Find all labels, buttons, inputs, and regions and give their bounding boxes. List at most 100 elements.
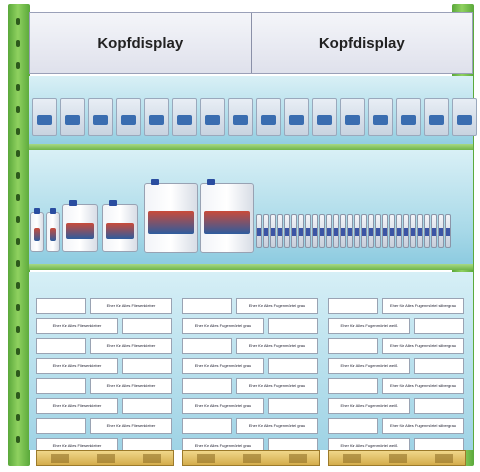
product-bag xyxy=(144,98,169,136)
rack-hole xyxy=(16,128,20,135)
product-tube xyxy=(340,214,346,248)
product-bottle-small xyxy=(46,208,60,252)
rack-post-left xyxy=(8,4,30,466)
product-bag xyxy=(340,98,365,136)
shelf-board-2 xyxy=(29,264,473,270)
pallet xyxy=(182,450,320,466)
rack-hole xyxy=(16,216,20,223)
product-tube xyxy=(410,214,416,248)
product-bag xyxy=(284,98,309,136)
carton xyxy=(414,318,464,334)
rack-hole xyxy=(16,150,20,157)
product-canister xyxy=(62,200,98,252)
carton xyxy=(122,318,172,334)
product-bag xyxy=(228,98,253,136)
product-tube xyxy=(403,214,409,248)
carton-label: Eher für Alles Fugenmörtel grau xyxy=(182,358,264,374)
product-bag xyxy=(256,98,281,136)
product-tube xyxy=(396,214,402,248)
carton-label: Eher für Alles Fugenmörtel weiß xyxy=(328,358,410,374)
product-bag xyxy=(172,98,197,136)
product-tube xyxy=(312,214,318,248)
rack-hole xyxy=(16,304,20,311)
product-bag xyxy=(424,98,449,136)
product-bag xyxy=(116,98,141,136)
product-tube xyxy=(361,214,367,248)
carton-label: Eher für Alles Fliesenkleber xyxy=(90,378,172,394)
rack-hole xyxy=(16,18,20,25)
pallet xyxy=(328,450,466,466)
carton-label: Eher für Alles Fugenmörtel silbergrau xyxy=(382,298,464,314)
shelf-board-1 xyxy=(29,144,473,150)
carton-label: Eher für Alles Fliesenkleber xyxy=(36,398,118,414)
rack-hole xyxy=(16,326,20,333)
rack-hole xyxy=(16,348,20,355)
carton xyxy=(122,398,172,414)
header-panel-left: Kopfdisplay xyxy=(30,13,252,73)
rack-hole xyxy=(16,40,20,47)
product-tube xyxy=(284,214,290,248)
product-row-bags xyxy=(32,98,477,136)
carton-label: Eher für Alles Fugenmörtel grau xyxy=(236,418,318,434)
product-tube xyxy=(319,214,325,248)
carton-label: Eher für Alles Fugenmörtel grau xyxy=(236,298,318,314)
carton xyxy=(414,358,464,374)
rack-hole xyxy=(16,84,20,91)
carton xyxy=(414,398,464,414)
carton xyxy=(182,378,232,394)
carton xyxy=(182,338,232,354)
product-tube xyxy=(389,214,395,248)
carton xyxy=(36,418,86,434)
carton-label: Eher für Alles Fugenmörtel silbergrau xyxy=(382,378,464,394)
product-tube xyxy=(277,214,283,248)
product-bag xyxy=(368,98,393,136)
carton-label: Eher für Alles Fugenmörtel silbergrau xyxy=(382,338,464,354)
product-tube xyxy=(270,214,276,248)
rack-hole xyxy=(16,370,20,377)
rack-hole xyxy=(16,436,20,443)
carton-label: Eher für Alles Fliesenkleber xyxy=(90,418,172,434)
carton xyxy=(268,318,318,334)
carton xyxy=(36,338,86,354)
product-tube xyxy=(417,214,423,248)
carton-label: Eher für Alles Fliesenkleber xyxy=(90,338,172,354)
product-tube xyxy=(354,214,360,248)
product-tube xyxy=(424,214,430,248)
carton xyxy=(122,358,172,374)
pallet xyxy=(36,450,174,466)
product-tube xyxy=(347,214,353,248)
carton-label: Eher für Alles Fliesenkleber xyxy=(90,298,172,314)
carton-label: Eher für Alles Fugenmörtel grau xyxy=(182,398,264,414)
carton xyxy=(328,418,378,434)
product-row-tubes xyxy=(256,214,451,248)
carton-label: Eher für Alles Fugenmörtel silbergrau xyxy=(382,418,464,434)
product-tube xyxy=(326,214,332,248)
rack-hole xyxy=(16,194,20,201)
carton xyxy=(328,338,378,354)
carton xyxy=(328,298,378,314)
carton xyxy=(36,378,86,394)
carton-label: Eher für Alles Fliesenkleber xyxy=(36,318,118,334)
product-tube xyxy=(382,214,388,248)
carton xyxy=(268,358,318,374)
product-bag xyxy=(396,98,421,136)
product-tube xyxy=(298,214,304,248)
rack-hole xyxy=(16,172,20,179)
product-tube xyxy=(375,214,381,248)
product-bag xyxy=(32,98,57,136)
product-bag xyxy=(60,98,85,136)
carton-label: Eher für Alles Fugenmörtel weiß xyxy=(328,398,410,414)
carton xyxy=(182,418,232,434)
product-canister-large xyxy=(144,179,198,253)
product-tube xyxy=(263,214,269,248)
product-bag xyxy=(200,98,225,136)
rack-hole xyxy=(16,238,20,245)
product-bag xyxy=(88,98,113,136)
product-canister xyxy=(102,200,138,252)
carton-label: Eher für Alles Fugenmörtel weiß xyxy=(328,318,410,334)
rack-hole xyxy=(16,62,20,69)
product-tube xyxy=(438,214,444,248)
product-bag xyxy=(452,98,477,136)
carton xyxy=(36,298,86,314)
